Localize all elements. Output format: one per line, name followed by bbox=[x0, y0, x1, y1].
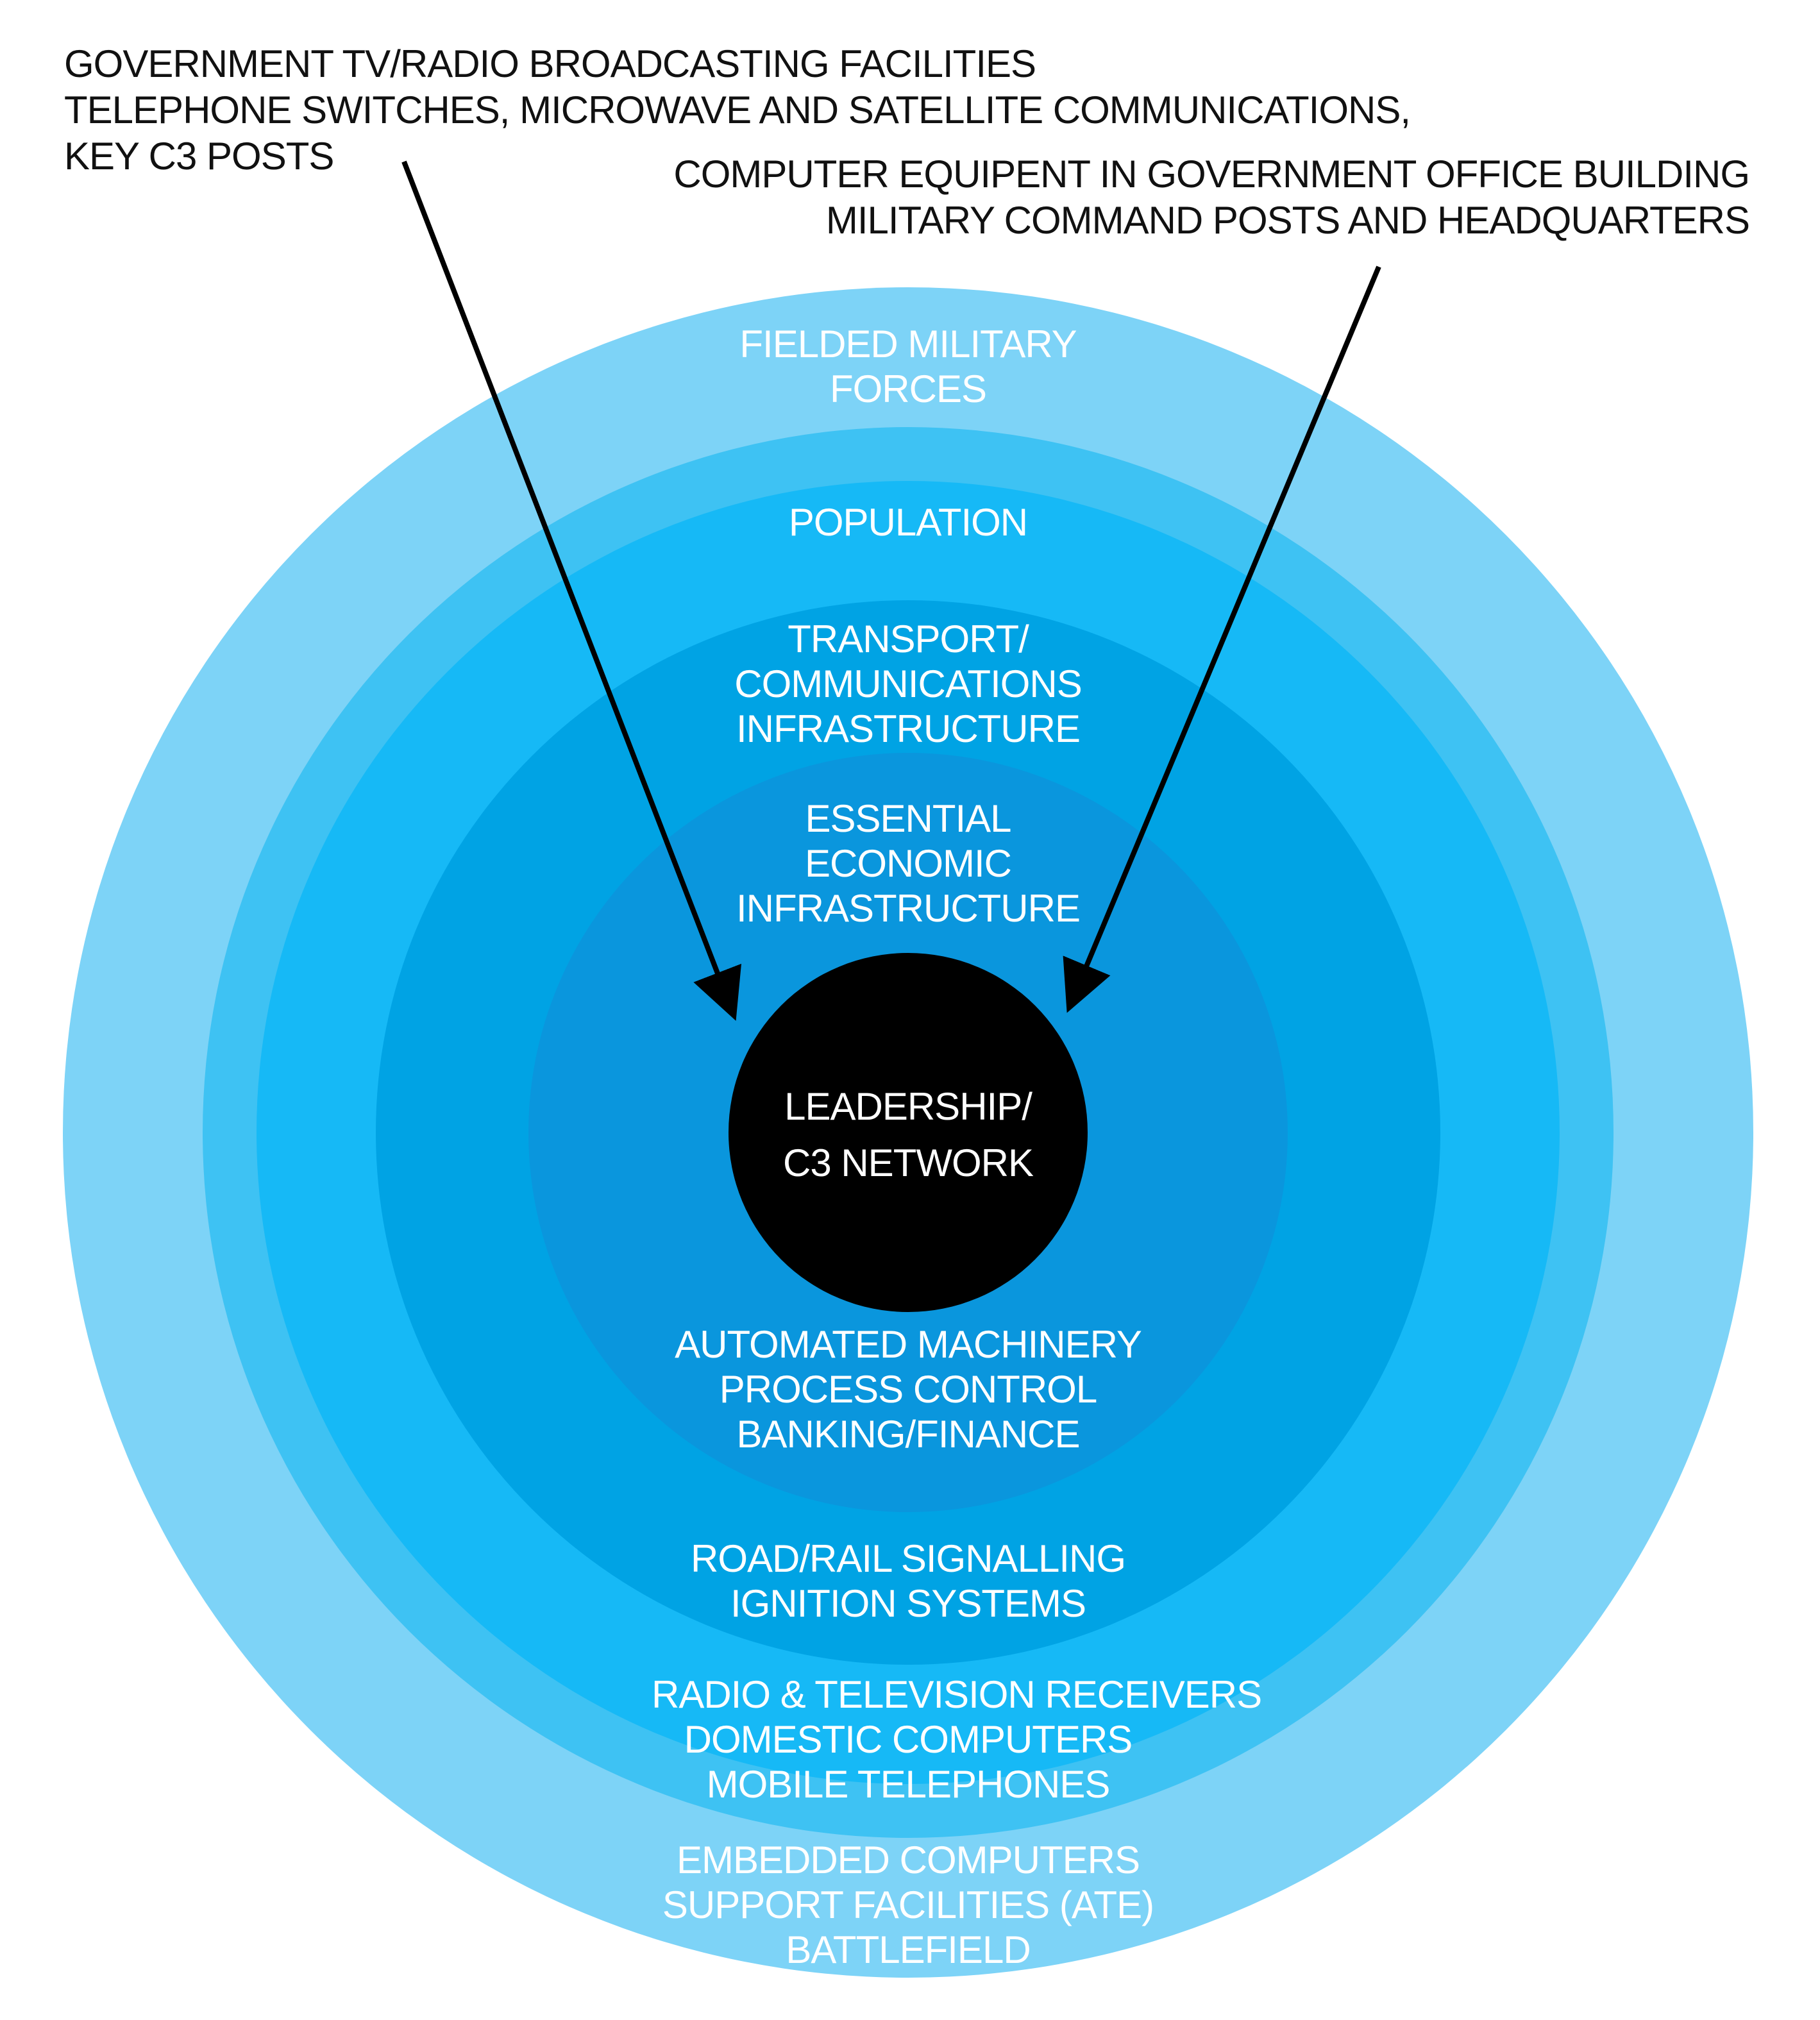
label-line: FIELDED MILITARY bbox=[739, 323, 1077, 366]
label-line: MOBILE TELEPHONES bbox=[706, 1763, 1111, 1806]
label-line: POPULATION bbox=[788, 501, 1028, 544]
label-line: ROAD/RAIL SIGNALLING bbox=[691, 1537, 1126, 1580]
label-line: IGNITION SYSTEMS bbox=[730, 1582, 1086, 1625]
label-essential-economic: ESSENTIAL ECONOMIC INFRASTRUCTURE bbox=[652, 796, 1165, 931]
examples-essential-economic: AUTOMATED MACHINERY PROCESS CONTROL BANK… bbox=[652, 1322, 1165, 1457]
label-line: RADIO & TELEVISION RECEIVERS bbox=[652, 1673, 1262, 1716]
label-core: LEADERSHIP/ C3 NETWORK bbox=[716, 1079, 1100, 1191]
examples-transport: ROAD/RAIL SIGNALLING IGNITION SYSTEMS bbox=[652, 1536, 1165, 1626]
label-line: EMBEDDED COMPUTERS bbox=[676, 1839, 1140, 1881]
label-line: C3 NETWORK bbox=[782, 1141, 1034, 1184]
label-line: TRANSPORT/ bbox=[788, 618, 1029, 661]
label-transport-communications: TRANSPORT/ COMMUNICATIONS INFRASTRUCTURE bbox=[652, 617, 1165, 752]
annotation-left-line: KEY C3 POSTS bbox=[64, 135, 334, 178]
annotation-right-line: MILITARY COMMAND POSTS AND HEADQUARTERS bbox=[825, 199, 1750, 242]
label-line: INFRASTRUCTURE bbox=[736, 887, 1081, 930]
label-line: FORCES bbox=[829, 367, 987, 410]
label-line: ESSENTIAL bbox=[805, 797, 1011, 840]
label-line: ECONOMIC bbox=[805, 842, 1012, 885]
annotation-left-line: GOVERNMENT TV/RADIO BROADCASTING FACILIT… bbox=[64, 42, 1036, 85]
annotation-right-line: COMPUTER EQUIPENT IN GOVERNMENT OFFICE B… bbox=[673, 153, 1750, 196]
label-line: BATTLEFIELD bbox=[786, 1928, 1031, 1971]
label-line: COMMUNICATIONS bbox=[734, 662, 1083, 705]
core-leadership-c3 bbox=[729, 953, 1088, 1312]
label-line: INFRASTRUCTURE bbox=[736, 707, 1081, 750]
label-line: PROCESS CONTROL bbox=[719, 1368, 1097, 1411]
label-line: BANKING/FINANCE bbox=[736, 1413, 1080, 1456]
label-line: DOMESTIC COMPUTERS bbox=[684, 1718, 1133, 1761]
arrow-right bbox=[1063, 265, 1381, 1013]
label-population: POPULATION bbox=[652, 500, 1165, 545]
arrow-left bbox=[401, 160, 742, 1021]
annotation-left-line: TELEPHONE SWITCHES, MICROWAVE AND SATELL… bbox=[64, 88, 1411, 131]
annotation-left: GOVERNMENT TV/RADIO BROADCASTING FACILIT… bbox=[64, 41, 1411, 180]
label-line: LEADERSHIP/ bbox=[784, 1085, 1032, 1128]
label-fielded-forces: FIELDED MILITARY FORCES bbox=[652, 322, 1165, 412]
label-line: SUPPORT FACILITIES (ATE) bbox=[662, 1883, 1154, 1926]
examples-population: RADIO & TELEVISION RECEIVERS DOMESTIC CO… bbox=[652, 1672, 1262, 1807]
annotation-right: COMPUTER EQUIPENT IN GOVERNMENT OFFICE B… bbox=[673, 151, 1750, 244]
examples-fielded-forces: EMBEDDED COMPUTERS SUPPORT FACILITIES (A… bbox=[652, 1838, 1165, 1973]
label-line: AUTOMATED MACHINERY bbox=[675, 1323, 1142, 1366]
